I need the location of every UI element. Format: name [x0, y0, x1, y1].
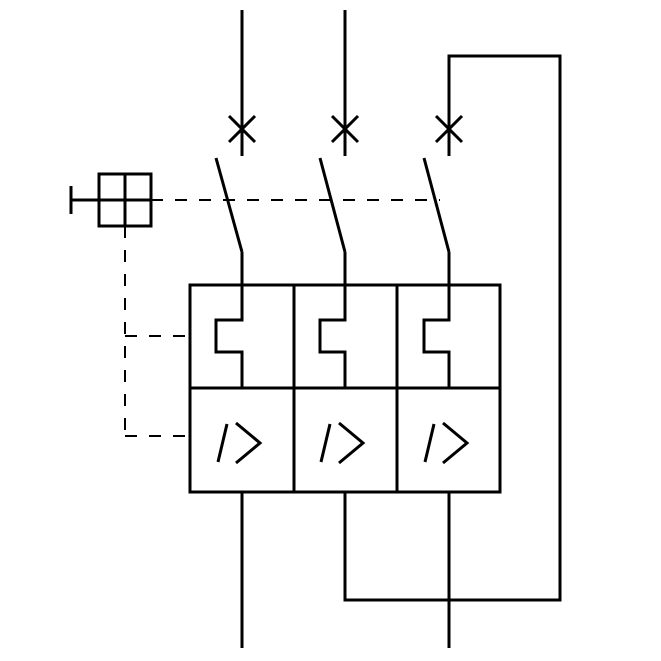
- thermal-release-icon-2: [318, 285, 347, 388]
- return-loop-wire: [343, 54, 562, 602]
- cross-marker-2: [330, 114, 360, 144]
- cross-marker-3: [434, 114, 464, 144]
- supply-lines: [240, 10, 562, 602]
- magnetic-releases: [216, 421, 470, 465]
- switch-blades: [214, 157, 451, 253]
- magnetic-release-icon-3: [423, 421, 470, 465]
- switch-blade-1: [214, 157, 244, 253]
- blade-to-release-wires: [240, 252, 451, 285]
- thermal-release-icon-3: [422, 285, 451, 388]
- output-lines: [240, 492, 451, 648]
- magnetic-release-icon-2: [319, 421, 366, 465]
- pushbutton-operator-icon: [69, 172, 153, 228]
- mechanical-linkage: [124, 199, 440, 437]
- thermal-releases: [214, 285, 451, 388]
- thermal-release-icon-1: [214, 285, 244, 388]
- switch-blade-3: [422, 157, 451, 253]
- contact-crosses: [227, 114, 464, 144]
- switch-blade-2: [318, 157, 347, 253]
- cross-marker-1: [227, 114, 257, 144]
- magnetic-release-icon-1: [216, 421, 263, 465]
